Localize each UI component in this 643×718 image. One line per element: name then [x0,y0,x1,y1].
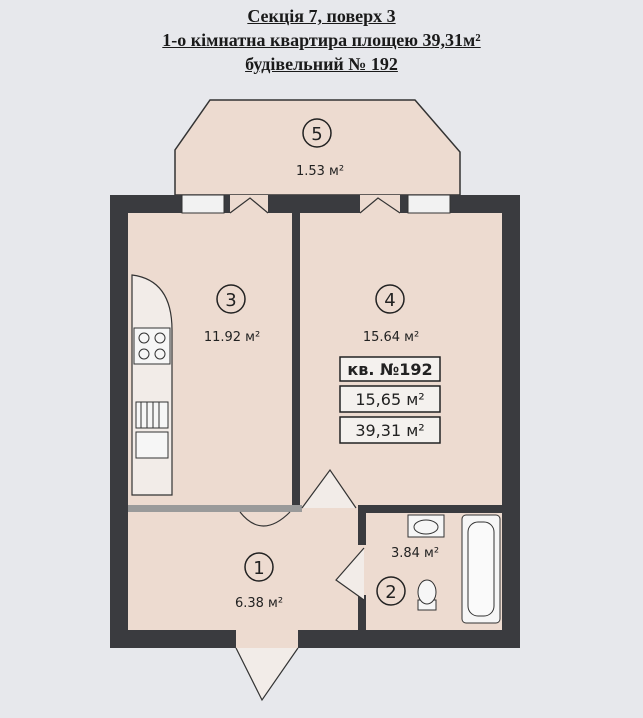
kitchen-sink-icon [135,401,169,459]
partition-3-4 [292,213,300,505]
header-apartment-type: 1-о кімнатна квартира площею 39,31м² [162,30,481,50]
toilet-icon [417,579,437,611]
room-1-number: 1 [253,558,264,579]
room-3-number: 3 [225,290,236,311]
room-3-label [216,284,246,314]
stove-icon [133,327,171,365]
room-4-area: 15.64 м² [363,330,419,345]
header-building-number: будівельний № 192 [245,54,398,74]
room-4-number: 4 [384,290,395,311]
room-5-area: 1.53 м² [296,164,344,179]
door-swing-bathroom [335,547,365,601]
room-2-label [376,576,406,606]
header-section-floor: Секція 7, поверх 3 [247,6,396,26]
window-right [407,194,451,214]
plan-header: Секція 7, поверх 3 1-о кімнатна квартира… [0,4,643,76]
bathtub-icon [461,514,501,624]
door-swing-kitchen [239,511,291,527]
entry-door-gap [236,630,298,648]
partition-3-1 [128,505,292,512]
room-4-label [375,284,405,314]
partition-4-1-left [292,505,302,512]
balcony-door-left [230,195,268,213]
apartment-living-area: 15,65 м² [355,390,424,409]
room-3-area: 11.92 м² [204,330,260,345]
balcony-door-right [360,195,400,213]
partition-4-bath [358,505,502,513]
room-5-number: 5 [311,124,322,145]
balcony-door-swing-right [359,197,401,214]
entry-door-swing [235,647,299,702]
door-swing-room-4 [301,468,357,509]
apartment-info-box [339,356,441,444]
room-1-label [244,552,274,582]
window-left [181,194,225,214]
room-1-area: 6.38 м² [235,596,283,611]
room-2-number: 2 [385,582,396,603]
apartment-title: кв. №192 [347,360,432,379]
room-2-area: 3.84 м² [391,546,439,561]
washbasin-icon [407,514,445,538]
apartment-total-area: 39,31 м² [355,421,424,440]
kitchen-counter [131,274,173,496]
balcony-door-swing-left [229,197,269,214]
room-5-label [302,118,332,148]
